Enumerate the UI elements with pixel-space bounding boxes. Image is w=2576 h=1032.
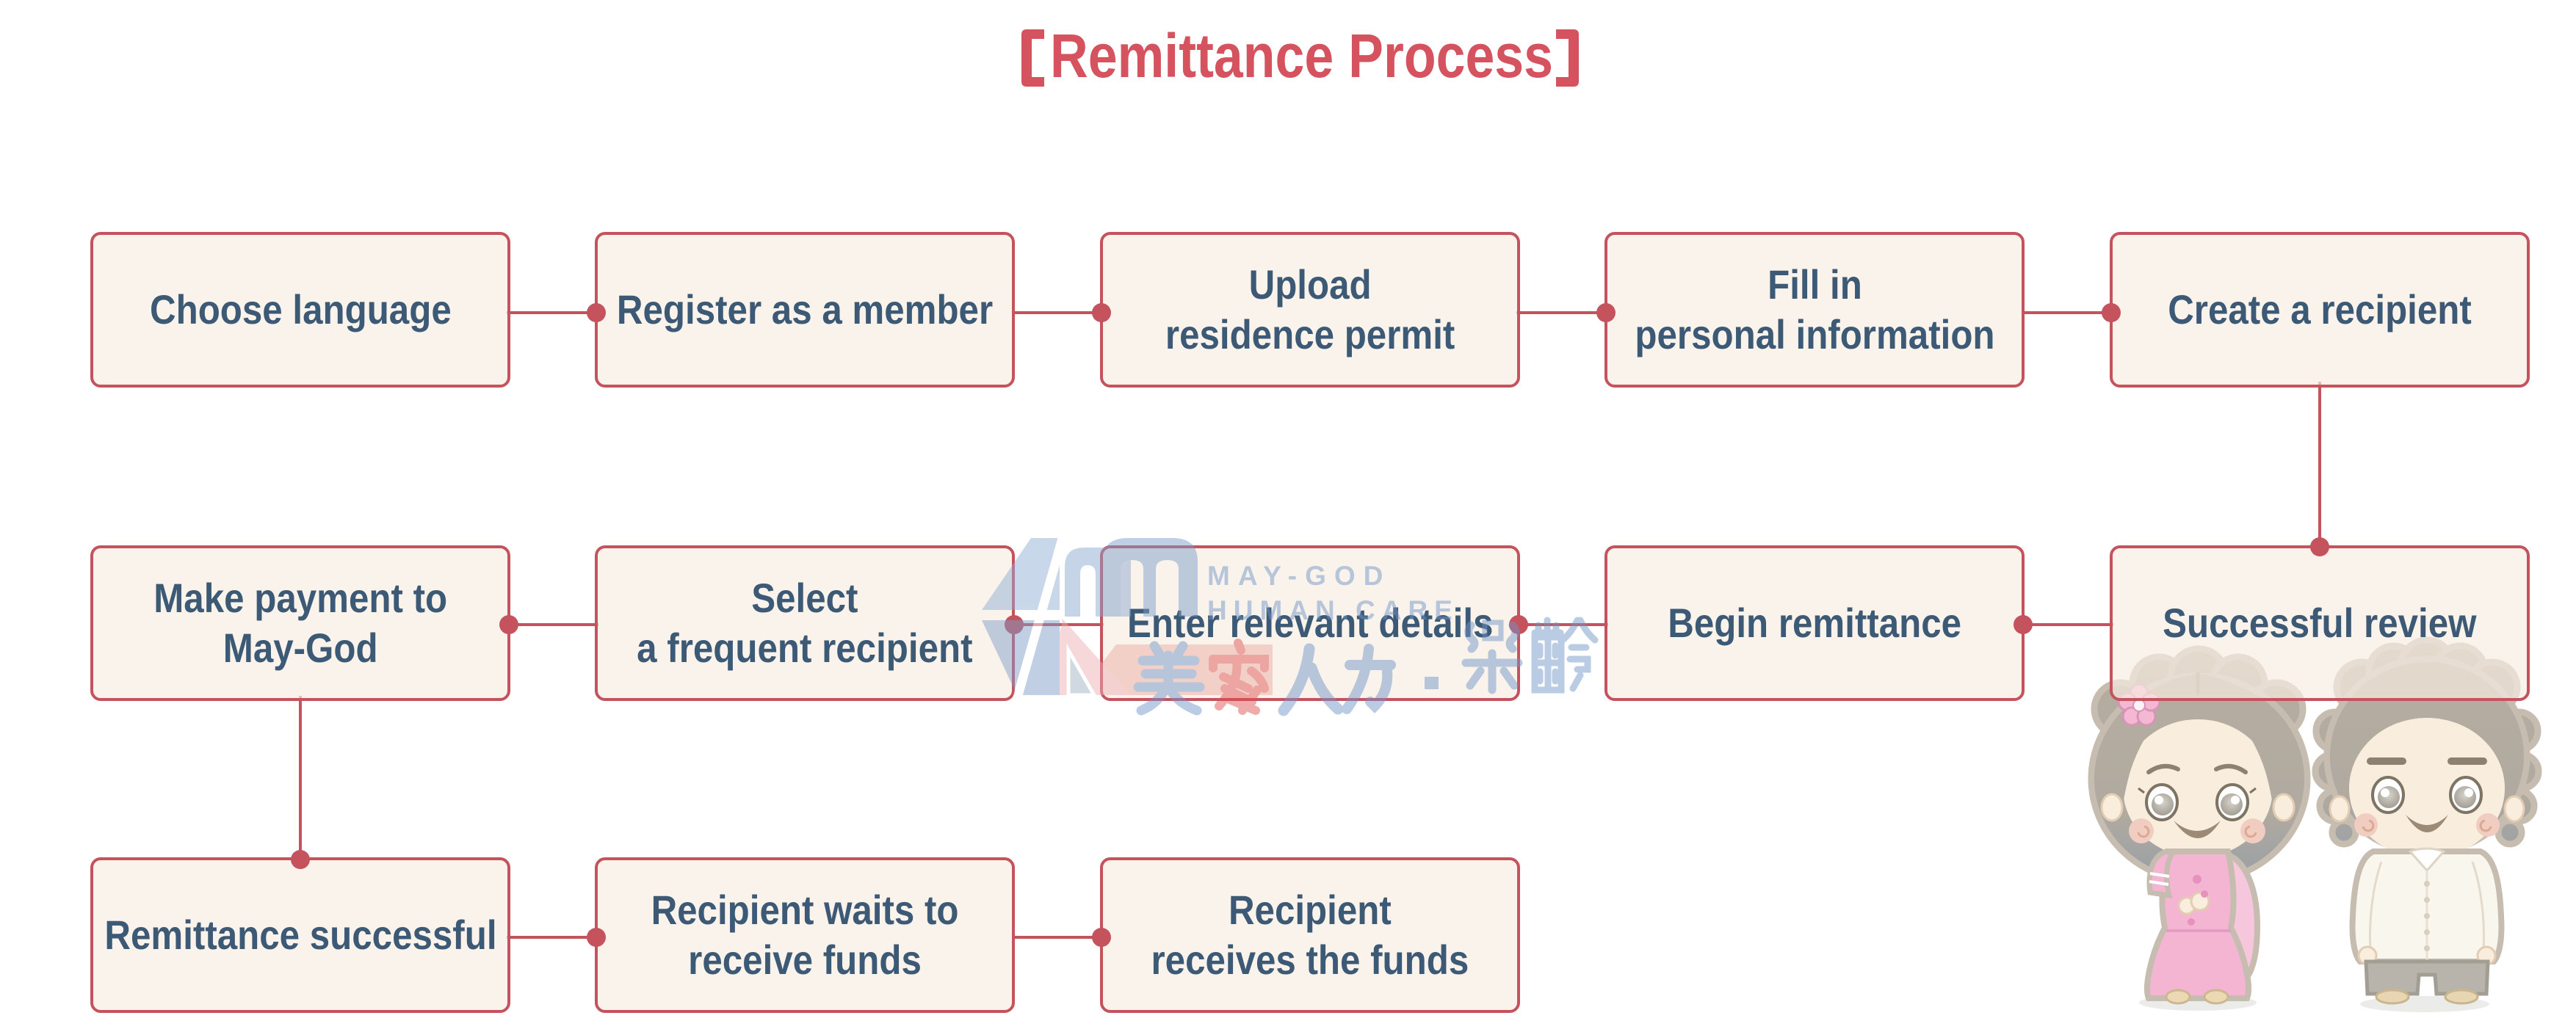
svg-text:HUMAN.CARE: HUMAN.CARE <box>1207 595 1459 625</box>
svg-text:MAY-GOD: MAY-GOD <box>1207 561 1391 591</box>
